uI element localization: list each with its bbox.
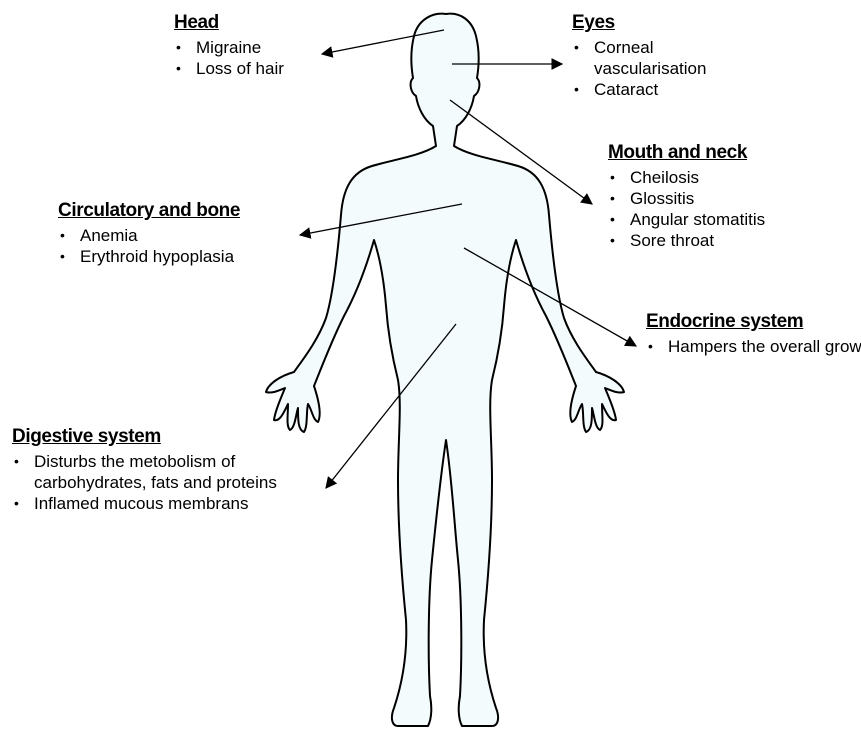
- mouth-neck-item: Sore throat: [608, 230, 765, 251]
- head-item: Loss of hair: [174, 58, 284, 79]
- mouth-neck-item: Cheilosis: [608, 167, 765, 188]
- eyes-group: Eyes Corneal vascularisation Cataract: [572, 12, 744, 100]
- digestive-item: Disturbs the metobolism of carbohydrates…: [12, 451, 332, 493]
- circulatory-title: Circulatory and bone: [58, 200, 240, 222]
- head-title: Head: [174, 12, 284, 34]
- body-silhouette: [266, 14, 624, 726]
- eyes-item: Cataract: [572, 79, 744, 100]
- head-item: Migraine: [174, 37, 284, 58]
- endocrine-item: Hampers the overall growth: [646, 336, 861, 357]
- circulatory-item: Erythroid hypoplasia: [58, 246, 240, 267]
- mouth-neck-title: Mouth and neck: [608, 142, 765, 164]
- circulatory-group: Circulatory and bone Anemia Erythroid hy…: [58, 200, 240, 267]
- digestive-item: Inflamed mucous membrans: [12, 493, 332, 514]
- endocrine-title: Endocrine system: [646, 311, 861, 333]
- endocrine-group: Endocrine system Hampers the overall gro…: [646, 311, 861, 357]
- eyes-item: Corneal vascularisation: [572, 37, 744, 79]
- mouth-neck-item: Glossitis: [608, 188, 765, 209]
- circulatory-item: Anemia: [58, 225, 240, 246]
- mouth-neck-item: Angular stomatitis: [608, 209, 765, 230]
- eyes-title: Eyes: [572, 12, 744, 34]
- mouth-neck-group: Mouth and neck Cheilosis Glossitis Angul…: [608, 142, 765, 251]
- digestive-group: Digestive system Disturbs the metobolism…: [12, 426, 332, 514]
- digestive-title: Digestive system: [12, 426, 332, 448]
- head-group: Head Migraine Loss of hair: [174, 12, 284, 79]
